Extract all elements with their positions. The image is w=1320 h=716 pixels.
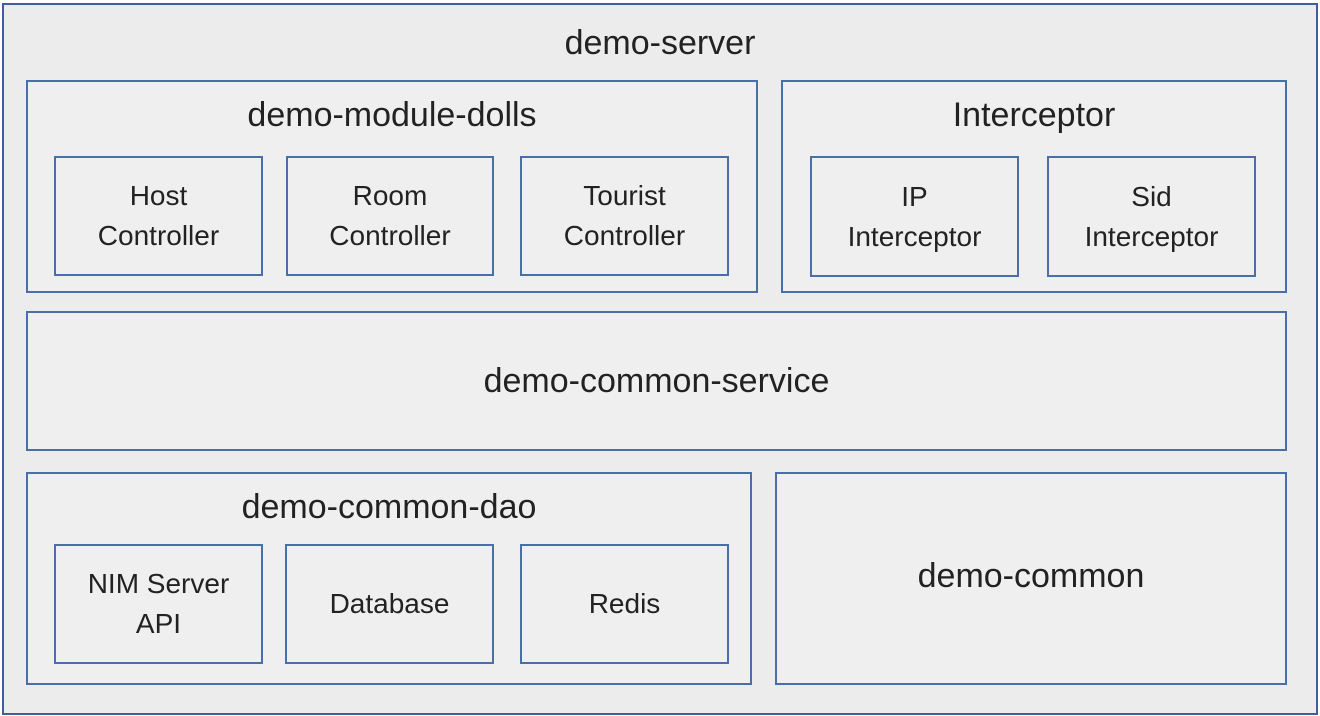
tourist-controller-box: Tourist Controller — [520, 156, 729, 276]
host-controller-box: Host Controller — [54, 156, 263, 276]
common-box: demo-common — [775, 472, 1287, 685]
nim-server-api-box: NIM Server API — [54, 544, 263, 664]
ip-interceptor-line1: IP — [901, 180, 928, 212]
room-controller-box: Room Controller — [286, 156, 494, 276]
nim-server-api-line1: NIM Server — [87, 568, 230, 599]
host-controller-line2: Controller — [97, 220, 220, 251]
database-label: Database — [329, 588, 450, 619]
sid-interceptor-line1: Sid — [1131, 180, 1172, 212]
common-dao-title: demo-common-dao — [241, 488, 537, 526]
common-service-box: demo-common-service — [26, 311, 1287, 451]
room-controller-line1: Room — [352, 180, 428, 211]
demo-server-title: demo-server — [564, 24, 756, 62]
common-title: demo-common — [917, 556, 1145, 595]
interceptor-title: Interceptor — [952, 96, 1116, 134]
redis-label: Redis — [588, 588, 661, 619]
database-box: Database — [285, 544, 494, 664]
tourist-controller-line2: Controller — [563, 220, 686, 251]
module-dolls-title: demo-module-dolls — [247, 96, 537, 134]
nim-server-api-line2: API — [135, 608, 182, 639]
redis-box: Redis — [520, 544, 729, 664]
sid-interceptor-box: Sid Interceptor — [1047, 156, 1256, 277]
common-service-title: demo-common-service — [483, 362, 830, 400]
room-controller-line2: Controller — [329, 220, 451, 251]
sid-interceptor-line2: Interceptor — [1084, 220, 1219, 252]
ip-interceptor-box: IP Interceptor — [810, 156, 1019, 277]
ip-interceptor-line2: Interceptor — [847, 220, 982, 252]
host-controller-line1: Host — [129, 180, 188, 211]
tourist-controller-line1: Tourist — [583, 180, 666, 211]
